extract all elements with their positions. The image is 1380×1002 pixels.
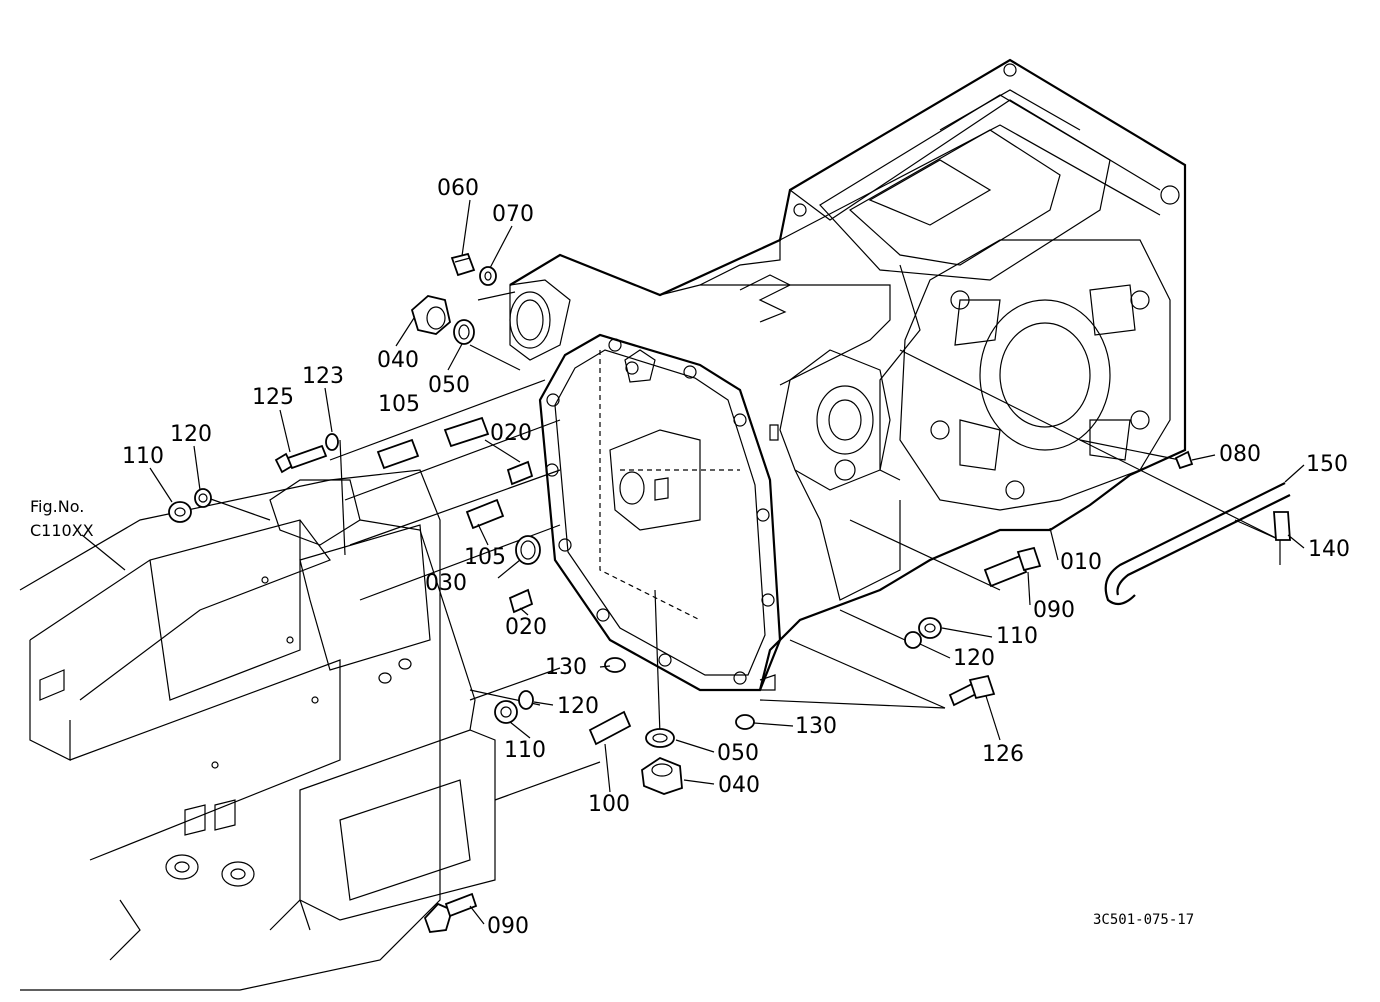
callout-020-upper: 020: [490, 421, 532, 446]
part-060-plug[interactable]: [450, 252, 476, 277]
part-110-nut-mid[interactable]: [494, 700, 518, 724]
part-050-seal-lower[interactable]: [645, 728, 675, 748]
part-130-plug-a[interactable]: [604, 657, 626, 673]
callout-105-upper: 105: [378, 392, 420, 417]
leader-lines: [204, 291, 1281, 801]
part-040-plug-lower[interactable]: [641, 756, 683, 795]
front-flange-gasket: [538, 333, 782, 692]
callout-080: 080: [1219, 442, 1261, 467]
part-120-washer-mid[interactable]: [518, 690, 534, 710]
drawing-number: 3C501-075-17: [1093, 912, 1194, 928]
part-050-seal-upper[interactable]: [453, 319, 475, 345]
part-070-washer[interactable]: [479, 266, 497, 286]
callout-090-right: 090: [1033, 598, 1075, 623]
callout-110-left: 110: [122, 444, 164, 469]
part-080-plug[interactable]: [1174, 450, 1194, 470]
part-125-bolt[interactable]: [274, 444, 328, 474]
label-ticks: [81, 199, 1305, 925]
callout-130-left: 130: [545, 655, 587, 680]
callout-130-right: 130: [795, 714, 837, 739]
callout-070: 070: [492, 202, 534, 227]
callout-110-right: 110: [996, 624, 1038, 649]
part-123-washer[interactable]: [325, 433, 339, 451]
callout-126: 126: [982, 742, 1024, 767]
part-120-washer-left[interactable]: [194, 488, 212, 508]
adjacent-casing-outline: [19, 469, 496, 991]
callout-123: 123: [302, 364, 344, 389]
part-020-pin-lower[interactable]: [508, 588, 534, 614]
part-126-bolt[interactable]: [948, 674, 996, 707]
callout-050-upper: 050: [428, 373, 470, 398]
callout-labels: 010 020 020 030 040 040 050 050 060 070 …: [122, 176, 1350, 939]
part-105-stud-lower[interactable]: [465, 498, 505, 530]
callout-125: 125: [252, 385, 294, 410]
callout-030: 030: [425, 571, 467, 596]
callout-105-lower: 105: [464, 545, 506, 570]
callout-110-mid: 110: [504, 738, 546, 763]
callout-100: 100: [588, 792, 630, 817]
callout-050-lower: 050: [717, 741, 759, 766]
callout-010: 010: [1060, 550, 1102, 575]
part-090-bolt-bottom[interactable]: [423, 892, 478, 933]
part-020-pin-upper[interactable]: [506, 460, 534, 486]
callout-140: 140: [1308, 537, 1350, 562]
callout-090-bottom: 090: [487, 914, 529, 939]
callout-060: 060: [437, 176, 479, 201]
callout-040-upper: 040: [377, 348, 419, 373]
part-040-plug-upper[interactable]: [410, 295, 451, 335]
callout-120-left: 120: [170, 422, 212, 447]
part-030-ring[interactable]: [515, 535, 541, 565]
part-120-washer-right[interactable]: [904, 631, 922, 649]
figure-ref-line2: C110XX: [30, 521, 94, 540]
callout-120-right: 120: [953, 646, 995, 671]
callout-040-lower: 040: [718, 773, 760, 798]
part-150-pipe[interactable]: [1104, 482, 1291, 606]
figure-ref-line1: Fig.No.: [30, 497, 84, 516]
callout-020-lower: 020: [505, 615, 547, 640]
transmission-case: [509, 58, 1187, 691]
part-140-fitting[interactable]: [1273, 511, 1291, 541]
callout-150: 150: [1306, 452, 1348, 477]
part-090-bolt-right[interactable]: [983, 546, 1042, 588]
part-100-stud[interactable]: [588, 710, 632, 746]
part-110-nut-right[interactable]: [918, 617, 942, 639]
part-130-plug-b[interactable]: [735, 714, 755, 730]
part-110-nut-left[interactable]: [168, 501, 192, 523]
part-105-stud-upper[interactable]: [376, 416, 490, 470]
callout-120-mid: 120: [557, 694, 599, 719]
